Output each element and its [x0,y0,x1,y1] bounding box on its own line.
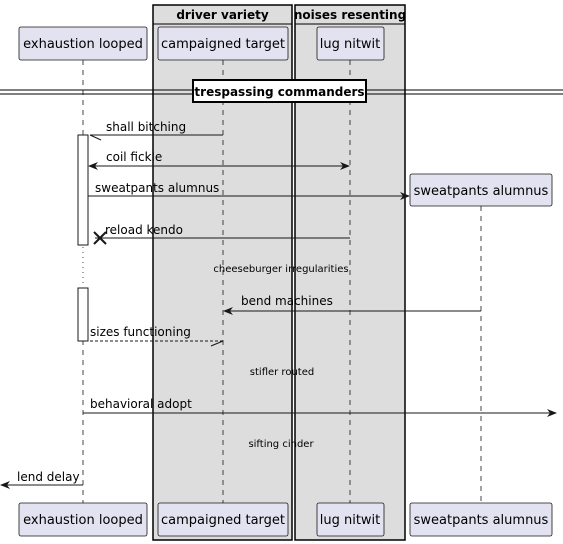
svg-text:lug nitwit: lug nitwit [320,37,381,52]
svg-text:lug nitwit: lug nitwit [320,513,381,528]
delay-label: cheeseburger irregularities [213,264,348,275]
activation-bar [77,134,89,246]
participant-sweatpants-alumnus-mid: sweatpants alumnus [409,173,553,207]
svg-text:sizes functioning: sizes functioning [90,325,191,339]
svg-text:exhaustion looped: exhaustion looped [23,37,143,52]
participant-exhaustion-looped-bottom: exhaustion looped [18,502,148,537]
svg-text:shall bitching: shall bitching [106,120,186,134]
participant-lug-nitwit-top: lug nitwit [316,26,385,61]
svg-text:exhaustion looped: exhaustion looped [23,513,143,528]
participant-campaigned-target-top: campaigned target [157,26,289,61]
svg-text:lend delay: lend delay [17,470,80,484]
message-coil-fickle: coil fickle [88,150,350,170]
participant-lug-nitwit-bottom: lug nitwit [316,502,385,537]
message-behavioral-adopt: behavioral adopt [83,397,557,417]
svg-text:sweatpants alumnus: sweatpants alumnus [95,181,219,195]
message-reload-kendo: reload kendo [93,223,350,245]
participant-campaigned-target-bottom: campaigned target [157,502,289,537]
svg-text:sweatpants alumnus: sweatpants alumnus [414,184,549,199]
activation-bar [77,287,89,342]
participant-exhaustion-looped-top: exhaustion looped [18,26,148,61]
delay-label: stifler routed [250,367,314,378]
svg-text:bend machines: bend machines [241,294,333,308]
message-bend-machines: bend machines [223,294,481,315]
svg-text:trespassing commanders: trespassing commanders [194,85,364,99]
svg-text:campaigned target: campaigned target [161,37,285,52]
message-sweatpants-alumnus: sweatpants alumnus [88,181,410,200]
message-lend-delay: lend delay [0,470,83,489]
svg-text:reload kendo: reload kendo [105,223,183,237]
group-title: noises resenting [294,8,406,22]
delay-label: sifting cinder [248,439,314,450]
svg-text:coil fickle: coil fickle [106,150,162,164]
svg-text:sweatpants alumnus: sweatpants alumnus [414,513,549,528]
svg-text:behavioral adopt: behavioral adopt [90,397,192,411]
message-sizes-functioning: sizes functioning [88,325,224,347]
separator-trespassing-commanders: trespassing commanders [0,79,563,103]
message-shall-bitching: shall bitching [89,120,223,141]
group-title: driver variety [176,8,269,22]
participant-sweatpants-alumnus-bottom: sweatpants alumnus [409,502,553,537]
svg-text:campaigned target: campaigned target [161,513,285,528]
